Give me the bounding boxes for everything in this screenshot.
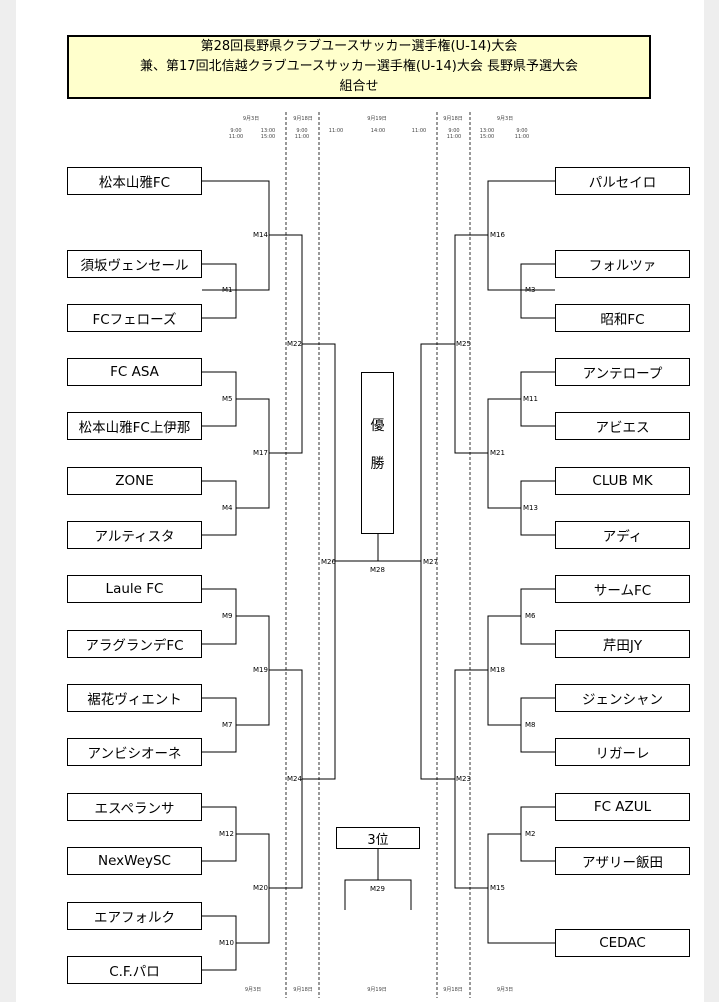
match-label-m18: M18 xyxy=(490,666,505,674)
footer-date: 9月3日 xyxy=(244,987,262,993)
left-team-1: 松本山雅FC xyxy=(67,167,202,195)
header-time: 9:00 11:00 xyxy=(514,128,530,140)
match-label-m13: M13 xyxy=(523,504,538,512)
match-label-m10: M10 xyxy=(219,939,234,947)
left-team-11: アンビシオーネ xyxy=(67,738,202,766)
match-label-m14: M14 xyxy=(253,231,268,239)
header-time: 13:00 15:00 xyxy=(479,128,495,140)
right-team-13: アザリー飯田 xyxy=(555,847,690,875)
header-date-left-2: 9月18日 xyxy=(293,116,313,122)
match-label-m1: M1 xyxy=(222,286,233,294)
match-label-m12: M12 xyxy=(219,830,234,838)
left-team-10: 裾花ヴィエント xyxy=(67,684,202,712)
header-time: 9:00 11:00 xyxy=(228,128,244,140)
match-label-m9: M9 xyxy=(222,612,233,620)
match-label-m24: M24 xyxy=(287,775,302,783)
left-team-2: 須坂ヴェンセール xyxy=(67,250,202,278)
footer-date: 9月19日 xyxy=(367,987,387,993)
header-time: 9:00 11:00 xyxy=(294,128,310,140)
third-place-box: 3位 xyxy=(336,827,420,849)
match-label-m28: M28 xyxy=(370,566,385,574)
match-label-m15: M15 xyxy=(490,884,505,892)
title-line-1: 第28回長野県クラブユースサッカー選手権(U-14)大会 xyxy=(200,39,518,54)
champion-box: 優 勝 xyxy=(361,372,394,534)
right-team-11: リガーレ xyxy=(555,738,690,766)
match-label-m4: M4 xyxy=(222,504,233,512)
date-dividers xyxy=(285,112,471,998)
right-team-10: ジェンシャン xyxy=(555,684,690,712)
match-label-m22: M22 xyxy=(287,340,302,348)
title-line-3: 組合せ xyxy=(339,79,379,94)
left-team-8: Laule FC xyxy=(67,575,202,603)
right-team-7: アディ xyxy=(555,521,690,549)
left-team-5: 松本山雅FC上伊那 xyxy=(67,412,202,440)
match-label-m5: M5 xyxy=(222,395,233,403)
header-time: 13:00 15:00 xyxy=(260,128,276,140)
bracket-connectors xyxy=(202,180,555,971)
left-team-14: エアフォルク xyxy=(67,902,202,930)
match-label-m7: M7 xyxy=(222,721,233,729)
right-team-8: サームFC xyxy=(555,575,690,603)
left-team-13: NexWeySC xyxy=(67,847,202,875)
match-label-m23: M23 xyxy=(456,775,471,783)
match-label-m27: M27 xyxy=(423,558,438,566)
match-label-m6: M6 xyxy=(525,612,536,620)
left-team-15: C.F.パロ xyxy=(67,956,202,984)
left-team-3: FCフェローズ xyxy=(67,304,202,332)
match-label-m20: M20 xyxy=(253,884,268,892)
footer-date: 9月3日 xyxy=(496,987,514,993)
header-time: 14:00 xyxy=(370,128,386,134)
right-team-9: 芹田JY xyxy=(555,630,690,658)
match-label-m8: M8 xyxy=(525,721,536,729)
header-date-right-1: 9月18日 xyxy=(443,116,463,122)
match-label-m3: M3 xyxy=(525,286,536,294)
header-date-left-1: 9月3日 xyxy=(242,116,260,122)
left-team-6: ZONE xyxy=(67,467,202,495)
left-team-4: FC ASA xyxy=(67,358,202,386)
right-team-4: アンテロープ xyxy=(555,358,690,386)
match-label-m16: M16 xyxy=(490,231,505,239)
champion-char-1: 優 xyxy=(370,418,385,434)
match-label-m29: M29 xyxy=(370,885,385,893)
left-team-9: アラグランデFC xyxy=(67,630,202,658)
match-label-m21: M21 xyxy=(490,449,505,457)
right-team-2: フォルツァ xyxy=(555,250,690,278)
left-team-12: エスペランサ xyxy=(67,793,202,821)
match-label-m11: M11 xyxy=(523,395,538,403)
right-team-14: CEDAC xyxy=(555,929,690,957)
header-time: 11:00 xyxy=(328,128,344,134)
left-team-7: アルティスタ xyxy=(67,521,202,549)
right-team-1: パルセイロ xyxy=(555,167,690,195)
header-time: 11:00 xyxy=(411,128,427,134)
footer-date: 9月18日 xyxy=(293,987,313,993)
match-label-m26: M26 xyxy=(321,558,336,566)
right-team-3: 昭和FC xyxy=(555,304,690,332)
champion-char-2: 勝 xyxy=(370,456,385,472)
match-label-m17: M17 xyxy=(253,449,268,457)
match-label-m19: M19 xyxy=(253,666,268,674)
title-line-2: 兼、第17回北信越クラブユースサッカー選手権(U-14)大会 長野県予選大会 xyxy=(140,59,578,74)
right-team-12: FC AZUL xyxy=(555,793,690,821)
match-label-m25: M25 xyxy=(456,340,471,348)
header-date-center: 9月19日 xyxy=(367,116,387,122)
header-date-right-2: 9月3日 xyxy=(496,116,514,122)
match-label-m2: M2 xyxy=(525,830,536,838)
right-team-6: CLUB MK xyxy=(555,467,690,495)
header-time: 9:00 11:00 xyxy=(446,128,462,140)
right-team-5: アビエス xyxy=(555,412,690,440)
title-banner: 第28回長野県クラブユースサッカー選手権(U-14)大会 兼、第17回北信越クラ… xyxy=(67,35,651,99)
footer-date: 9月18日 xyxy=(443,987,463,993)
